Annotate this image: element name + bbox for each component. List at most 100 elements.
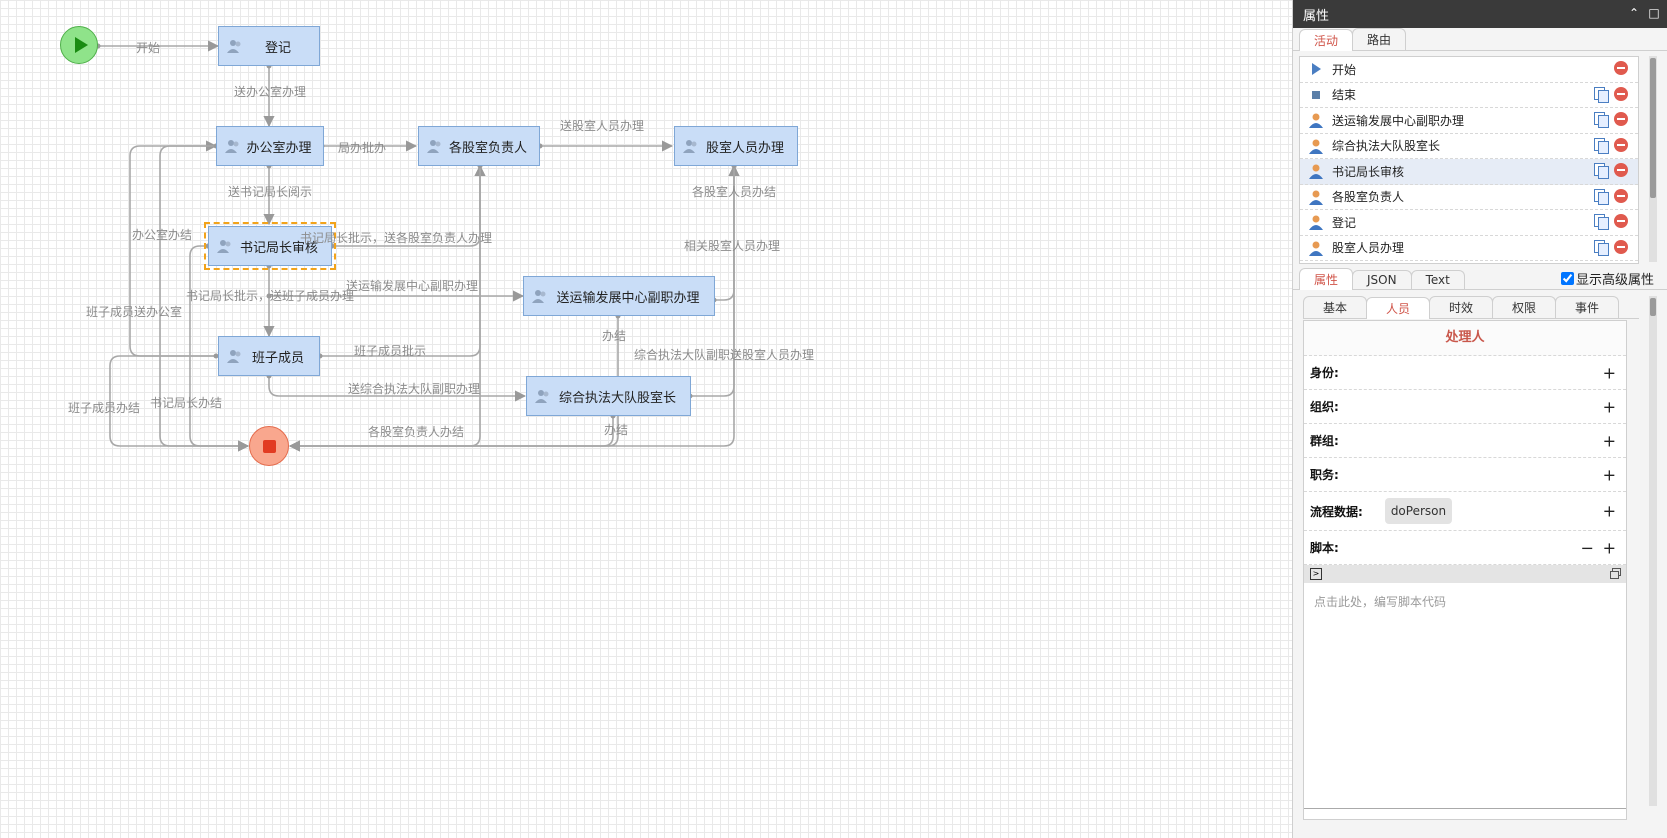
row-org: 组织: + (1304, 390, 1626, 424)
node-section-heads[interactable]: 各股室负责人 (418, 126, 540, 166)
list-item[interactable]: 综合执法大队股室长 (1300, 134, 1638, 159)
flow-data-chip[interactable]: doPerson (1384, 498, 1453, 524)
copy-icon[interactable] (1594, 163, 1609, 179)
tab-events[interactable]: 事件 (1555, 296, 1619, 318)
edge-label[interactable]: 送股室人员办理 (560, 119, 645, 133)
tab-text[interactable]: Text (1410, 270, 1465, 289)
list-item[interactable]: 股室人员办理 (1300, 236, 1638, 261)
node-office[interactable]: 办公室办理 (216, 126, 324, 166)
edge-label[interactable]: 办结 (604, 423, 629, 437)
collapse-script-button[interactable]: − (1580, 538, 1594, 557)
add-org-button[interactable]: + (1602, 397, 1616, 416)
row-label: 脚本: (1310, 541, 1339, 555)
edge-label[interactable]: 班子成员批示 (354, 344, 427, 358)
tab-activities[interactable]: 活动 (1299, 29, 1354, 51)
node-section-staff[interactable]: 股室人员办理 (674, 126, 798, 166)
copy-icon[interactable] (1594, 214, 1609, 230)
copy-icon[interactable] (1594, 137, 1609, 154)
scrollbar-thumb[interactable] (1650, 58, 1656, 198)
delete-icon[interactable] (1614, 86, 1628, 101)
edge-label[interactable]: 送综合执法大队副职办理 (348, 382, 481, 396)
edge-label[interactable]: 送办公室办理 (234, 85, 307, 99)
tab-permissions[interactable]: 权限 (1492, 296, 1556, 318)
script-editor[interactable]: 点击此处，编写脚本代码 (1314, 595, 1447, 609)
handler-properties: 处理人 身份: + 组织: + 群组: + 职务: + 流程数据: doPers… (1303, 320, 1627, 820)
delete-icon[interactable] (1614, 137, 1628, 152)
tab-basic[interactable]: 基本 (1303, 296, 1367, 318)
list-item[interactable]: 书记局长审核 (1300, 159, 1638, 185)
tab-personnel[interactable]: 人员 (1366, 297, 1430, 319)
node-secretary-review[interactable]: 书记局长审核 (204, 222, 336, 270)
activity-list-scrollbar[interactable] (1649, 56, 1657, 262)
delete-icon[interactable] (1614, 214, 1628, 228)
node-leadership[interactable]: 班子成员 (218, 336, 320, 376)
edge-members-end (109, 355, 250, 452)
properties-panel: 属性 ⌃ □ 活动 路由 开始 结束 送运输发展中心副职办理 综合执法大队股室长 (1292, 0, 1667, 838)
user-icon (1308, 214, 1324, 231)
edge-label[interactable]: 书记局长批示，送班子成员办理 (186, 289, 355, 303)
edge-label[interactable]: 书记局长批示，送各股室负责人办理 (300, 231, 493, 245)
edge-label[interactable]: 送运输发展中心副职办理 (346, 279, 479, 293)
edge-label[interactable]: 办结 (602, 329, 627, 343)
list-item[interactable]: 开始 (1300, 57, 1638, 83)
list-item[interactable]: 登记 (1300, 210, 1638, 236)
collapse-icon[interactable]: ⌃ (1628, 6, 1640, 20)
list-item[interactable]: 结束 (1300, 83, 1638, 108)
delete-icon[interactable] (1614, 188, 1628, 203)
add-identity-button[interactable]: + (1602, 363, 1616, 382)
list-item-label: 各股室负责人 (1332, 190, 1405, 205)
list-item[interactable]: 送运输发展中心副职办理 (1300, 108, 1638, 134)
user-icon (1308, 163, 1324, 180)
terminal-icon[interactable]: > (1310, 568, 1322, 580)
start-node[interactable] (60, 26, 98, 64)
edge-label[interactable]: 办公室办结 (132, 228, 193, 242)
users-icon (535, 390, 549, 403)
list-item-label: 登记 (1332, 215, 1357, 230)
edge-label[interactable]: 综合执法大队副职送股室人员办理 (634, 348, 815, 362)
delete-icon[interactable] (1614, 61, 1628, 75)
delete-icon[interactable] (1614, 163, 1628, 177)
advanced-checkbox[interactable] (1560, 272, 1574, 285)
list-item-label: 股室人员办理 (1332, 241, 1405, 256)
edge-label[interactable]: 各股室人员办结 (692, 185, 777, 199)
add-duty-button[interactable]: + (1602, 465, 1616, 484)
tab-routes[interactable]: 路由 (1352, 28, 1407, 50)
copy-icon[interactable] (1594, 239, 1609, 256)
copy-icon[interactable] (1594, 188, 1609, 205)
tab-properties[interactable]: 属性 (1299, 268, 1354, 290)
scrollbar-thumb[interactable] (1650, 298, 1656, 316)
edge-label[interactable]: 班子成员办结 (68, 401, 141, 415)
node-label: 送运输发展中心副职办理 (556, 290, 700, 306)
delete-icon[interactable] (1614, 239, 1628, 254)
edge-label[interactable]: 送书记局长阅示 (228, 185, 313, 199)
end-node[interactable] (249, 426, 289, 466)
user-icon (1308, 189, 1324, 205)
maximize-icon[interactable]: □ (1648, 6, 1660, 20)
edge-label[interactable]: 局办批办 (338, 141, 387, 155)
edge-label[interactable]: 书记局长办结 (150, 396, 223, 410)
node-transport-deputy[interactable]: 送运输发展中心副职办理 (523, 276, 715, 316)
flow-canvas[interactable]: 登记 办公室办理 各股室负责人 股室人员办理 书记局长审核 送运输发展中心副职办… (0, 0, 1292, 838)
delete-icon[interactable] (1614, 112, 1628, 126)
add-group-button[interactable]: + (1602, 431, 1616, 450)
edge-label[interactable]: 相关股室人员办理 (684, 239, 781, 253)
add-script-button[interactable]: + (1602, 538, 1616, 557)
edge-label[interactable]: 开始 (136, 41, 161, 55)
user-icon (1308, 112, 1324, 129)
list-item[interactable]: 各股室负责人 (1300, 185, 1638, 210)
node-enforcement-chief[interactable]: 综合执法大队股室长 (526, 376, 691, 416)
node-register[interactable]: 登记 (218, 26, 320, 66)
add-flow-data-button[interactable]: + (1602, 501, 1616, 521)
node-label: 书记局长审核 (239, 240, 318, 256)
restore-icon[interactable] (1610, 568, 1621, 579)
copy-icon[interactable] (1594, 112, 1609, 128)
tab-json[interactable]: JSON (1352, 270, 1412, 289)
edge-label[interactable]: 各股室负责人办结 (368, 425, 465, 439)
flow-edges (95, 40, 740, 452)
advanced-toggle[interactable]: 显示高级属性 (1560, 269, 1654, 288)
properties-scrollbar[interactable] (1649, 296, 1657, 806)
row-flow-data: 流程数据: doPerson + (1304, 492, 1626, 531)
tab-timing[interactable]: 时效 (1429, 296, 1493, 318)
edge-label[interactable]: 班子成员送办公室 (86, 305, 183, 319)
copy-icon[interactable] (1594, 86, 1609, 103)
